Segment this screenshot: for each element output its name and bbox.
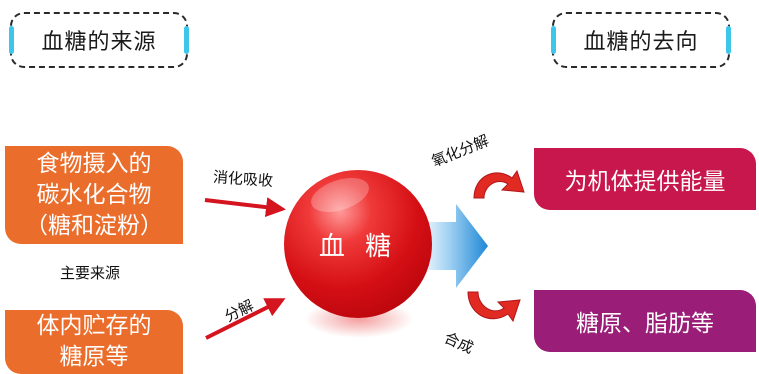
storage-source-line: 糖原等 <box>59 344 129 370</box>
food-source-line: 食物摄入的 <box>36 150 152 177</box>
output-arrow <box>418 204 488 288</box>
synthesize-arrow <box>467 291 521 323</box>
storage-destination-label: 糖原、脂肪等 <box>576 311 714 337</box>
header-accent <box>184 26 189 54</box>
oxidize-arrow <box>473 169 525 199</box>
digest-label: 消化吸收 <box>212 167 274 191</box>
energy-destination-label: 为机体提供能量 <box>564 169 726 195</box>
header-accent <box>9 26 14 54</box>
header-accent <box>726 26 731 54</box>
blood-sugar-node: 血 糖 <box>284 170 432 318</box>
source-header-label: 血糖的来源 <box>41 30 157 55</box>
decompose-arrow <box>205 298 286 340</box>
food-source-box: 食物摄入的 碳水化合物 （糖和淀粉） <box>5 146 183 244</box>
storage-source-box: 体内贮存的 糖原等 <box>5 310 183 374</box>
source-header: 血糖的来源 <box>9 12 189 68</box>
main-source-note: 主要来源 <box>60 264 121 282</box>
food-source-line: 碳水化合物 <box>36 181 152 208</box>
destination-header: 血糖的去向 <box>551 12 731 68</box>
storage-source-line: 体内贮存的 <box>36 313 152 339</box>
food-source-line: （糖和淀粉） <box>25 212 163 239</box>
storage-destination-box: 糖原、脂肪等 <box>534 290 756 352</box>
header-accent <box>551 26 556 54</box>
destination-header-label: 血糖的去向 <box>583 30 699 55</box>
digest-arrow <box>204 197 286 218</box>
energy-destination-box: 为机体提供能量 <box>534 148 756 210</box>
blood-sugar-label: 血 糖 <box>318 231 398 262</box>
